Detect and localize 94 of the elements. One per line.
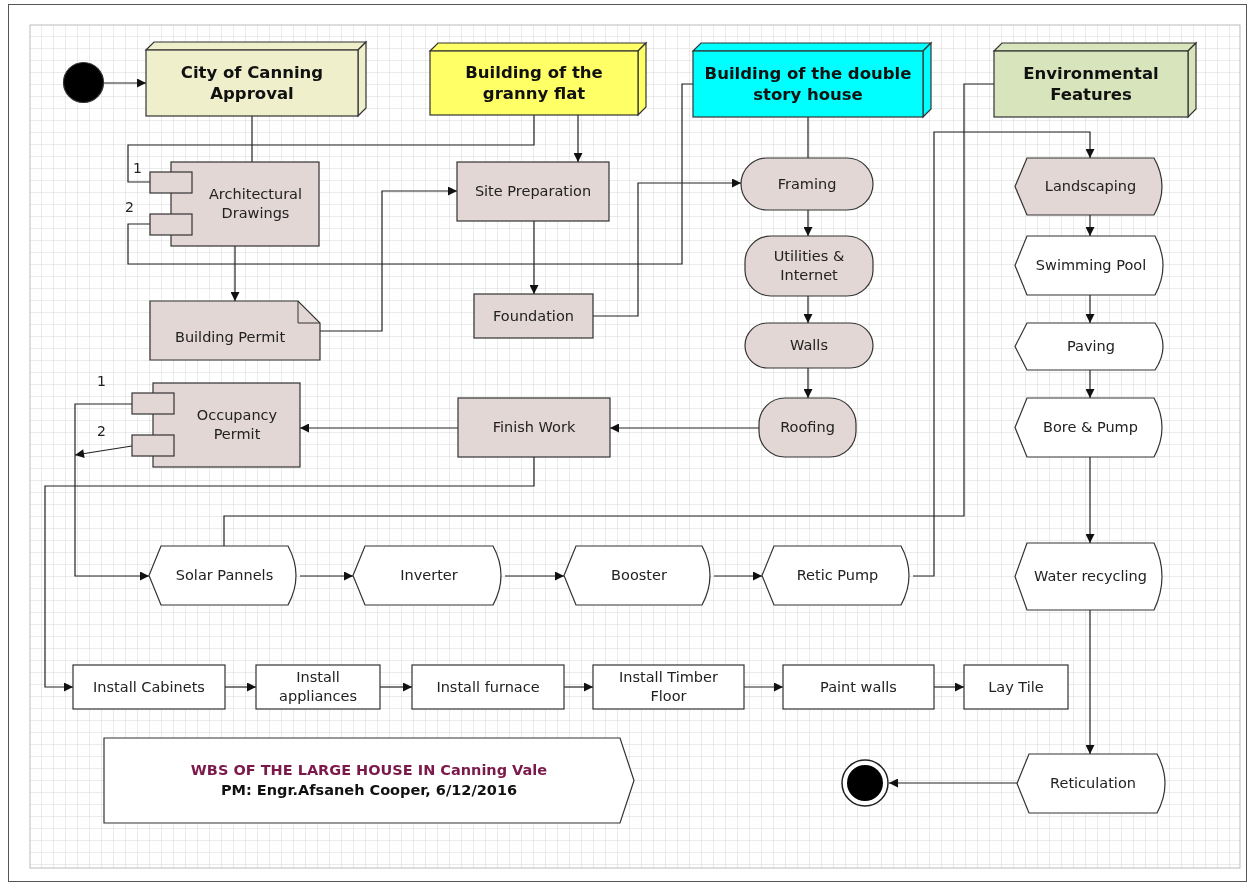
- node-text: Building Permit: [174, 328, 286, 347]
- process-box: [73, 665, 225, 709]
- node-text: Retic Pump: [796, 566, 879, 585]
- banner-text: WBS OF THE LARGE HOUSE IN Canning Vale: [190, 760, 548, 780]
- display-shape: [149, 546, 300, 605]
- header-block: [994, 43, 1196, 117]
- node-text: Install Timber Floor: [618, 668, 719, 706]
- node-text: Landscaping: [1044, 177, 1137, 196]
- connector-line: [223, 83, 995, 547]
- rounded-box: [745, 323, 873, 368]
- arrow: [1085, 214, 1095, 237]
- node-text: Site Preparation: [474, 182, 592, 201]
- node-text: Walls: [790, 336, 828, 355]
- arrow: [912, 131, 1095, 577]
- process-box: [457, 162, 609, 221]
- port-number: 1: [133, 160, 142, 176]
- node-text: Occupancy Permit: [195, 406, 279, 444]
- header-text: Building of the granny flat: [464, 61, 604, 105]
- header-text: City of Canning Approval: [179, 61, 325, 105]
- connector-line: [807, 116, 809, 159]
- header-block: [430, 43, 646, 115]
- node-text: Bore & Pump: [1043, 418, 1138, 437]
- arrow: [504, 571, 565, 581]
- arrow: [713, 571, 763, 581]
- arrow: [1085, 456, 1095, 544]
- connector-line: [127, 114, 535, 183]
- node-text: Solar Pannels: [175, 566, 274, 585]
- arrow: [74, 403, 150, 581]
- arrow: [803, 367, 813, 399]
- arrow: [1085, 294, 1095, 324]
- process-box: [412, 665, 564, 709]
- arrow: [1085, 369, 1095, 399]
- node-text: Install Cabinets: [93, 677, 205, 697]
- port-number: 2: [125, 199, 134, 215]
- display-shape: [1015, 543, 1166, 610]
- process-box: [593, 665, 744, 709]
- arrow: [74, 445, 133, 459]
- header-block: [693, 43, 931, 117]
- arrow: [230, 245, 240, 302]
- arrow: [803, 209, 813, 237]
- node-text: Reticulation: [1050, 774, 1136, 793]
- node-text: Finish Work: [492, 418, 576, 437]
- arrow: [888, 778, 1018, 788]
- connector-line: [251, 115, 253, 163]
- header-block: [146, 42, 366, 116]
- port-number: 2: [97, 423, 106, 439]
- title-banner: [104, 738, 634, 823]
- display-shape: [1015, 398, 1166, 457]
- arrow: [573, 114, 583, 163]
- header-text: Building of the double story house: [703, 62, 913, 106]
- display-shape: [1017, 754, 1169, 813]
- document-shape: [150, 301, 320, 360]
- port-number: 1: [97, 373, 106, 389]
- arrow: [44, 456, 535, 692]
- start-circle: [63, 62, 104, 103]
- node-text: Water recycling: [1034, 567, 1147, 586]
- arrow: [529, 220, 539, 295]
- connector-line: [127, 83, 694, 265]
- arrow: [1085, 609, 1095, 755]
- node-text: Install furnace: [436, 677, 540, 697]
- node-text: Framing: [777, 174, 837, 194]
- rounded-box: [759, 398, 856, 457]
- node-text: Install appliances: [278, 668, 358, 706]
- banner-text: PM: Engr.Afsaneh Cooper, 6/12/2016: [220, 780, 518, 800]
- node-text: Booster: [611, 566, 667, 585]
- rounded-box: [741, 158, 873, 210]
- end-circle: [841, 759, 889, 807]
- arrow: [803, 295, 813, 324]
- process-box: [474, 294, 593, 338]
- node-text: Utilities & Internet: [772, 247, 846, 285]
- arrow: [299, 571, 354, 581]
- component-box: [132, 383, 300, 467]
- process-box: [256, 665, 380, 709]
- process-box: [458, 398, 610, 457]
- display-shape: [353, 546, 505, 605]
- node-text: Foundation: [493, 306, 574, 326]
- display-shape: [564, 546, 714, 605]
- node-text: Lay Tile: [988, 677, 1044, 697]
- display-shape: [1015, 158, 1166, 215]
- process-box: [783, 665, 934, 709]
- node-text: Paint walls: [820, 677, 897, 697]
- node-text: Architectural Drawings: [207, 185, 304, 223]
- node-text: Paving: [1067, 337, 1115, 356]
- process-box: [964, 665, 1068, 709]
- component-box: [150, 162, 319, 246]
- display-shape: [1015, 323, 1167, 370]
- arrow: [103, 78, 147, 88]
- node-text: Inverter: [400, 566, 458, 585]
- display-shape: [1015, 236, 1167, 295]
- header-text: Environmental Features: [1022, 62, 1160, 106]
- rounded-box: [745, 236, 873, 296]
- display-shape: [762, 546, 913, 605]
- node-text: Roofing: [780, 418, 835, 437]
- node-text: Swimming Pool: [1035, 256, 1147, 275]
